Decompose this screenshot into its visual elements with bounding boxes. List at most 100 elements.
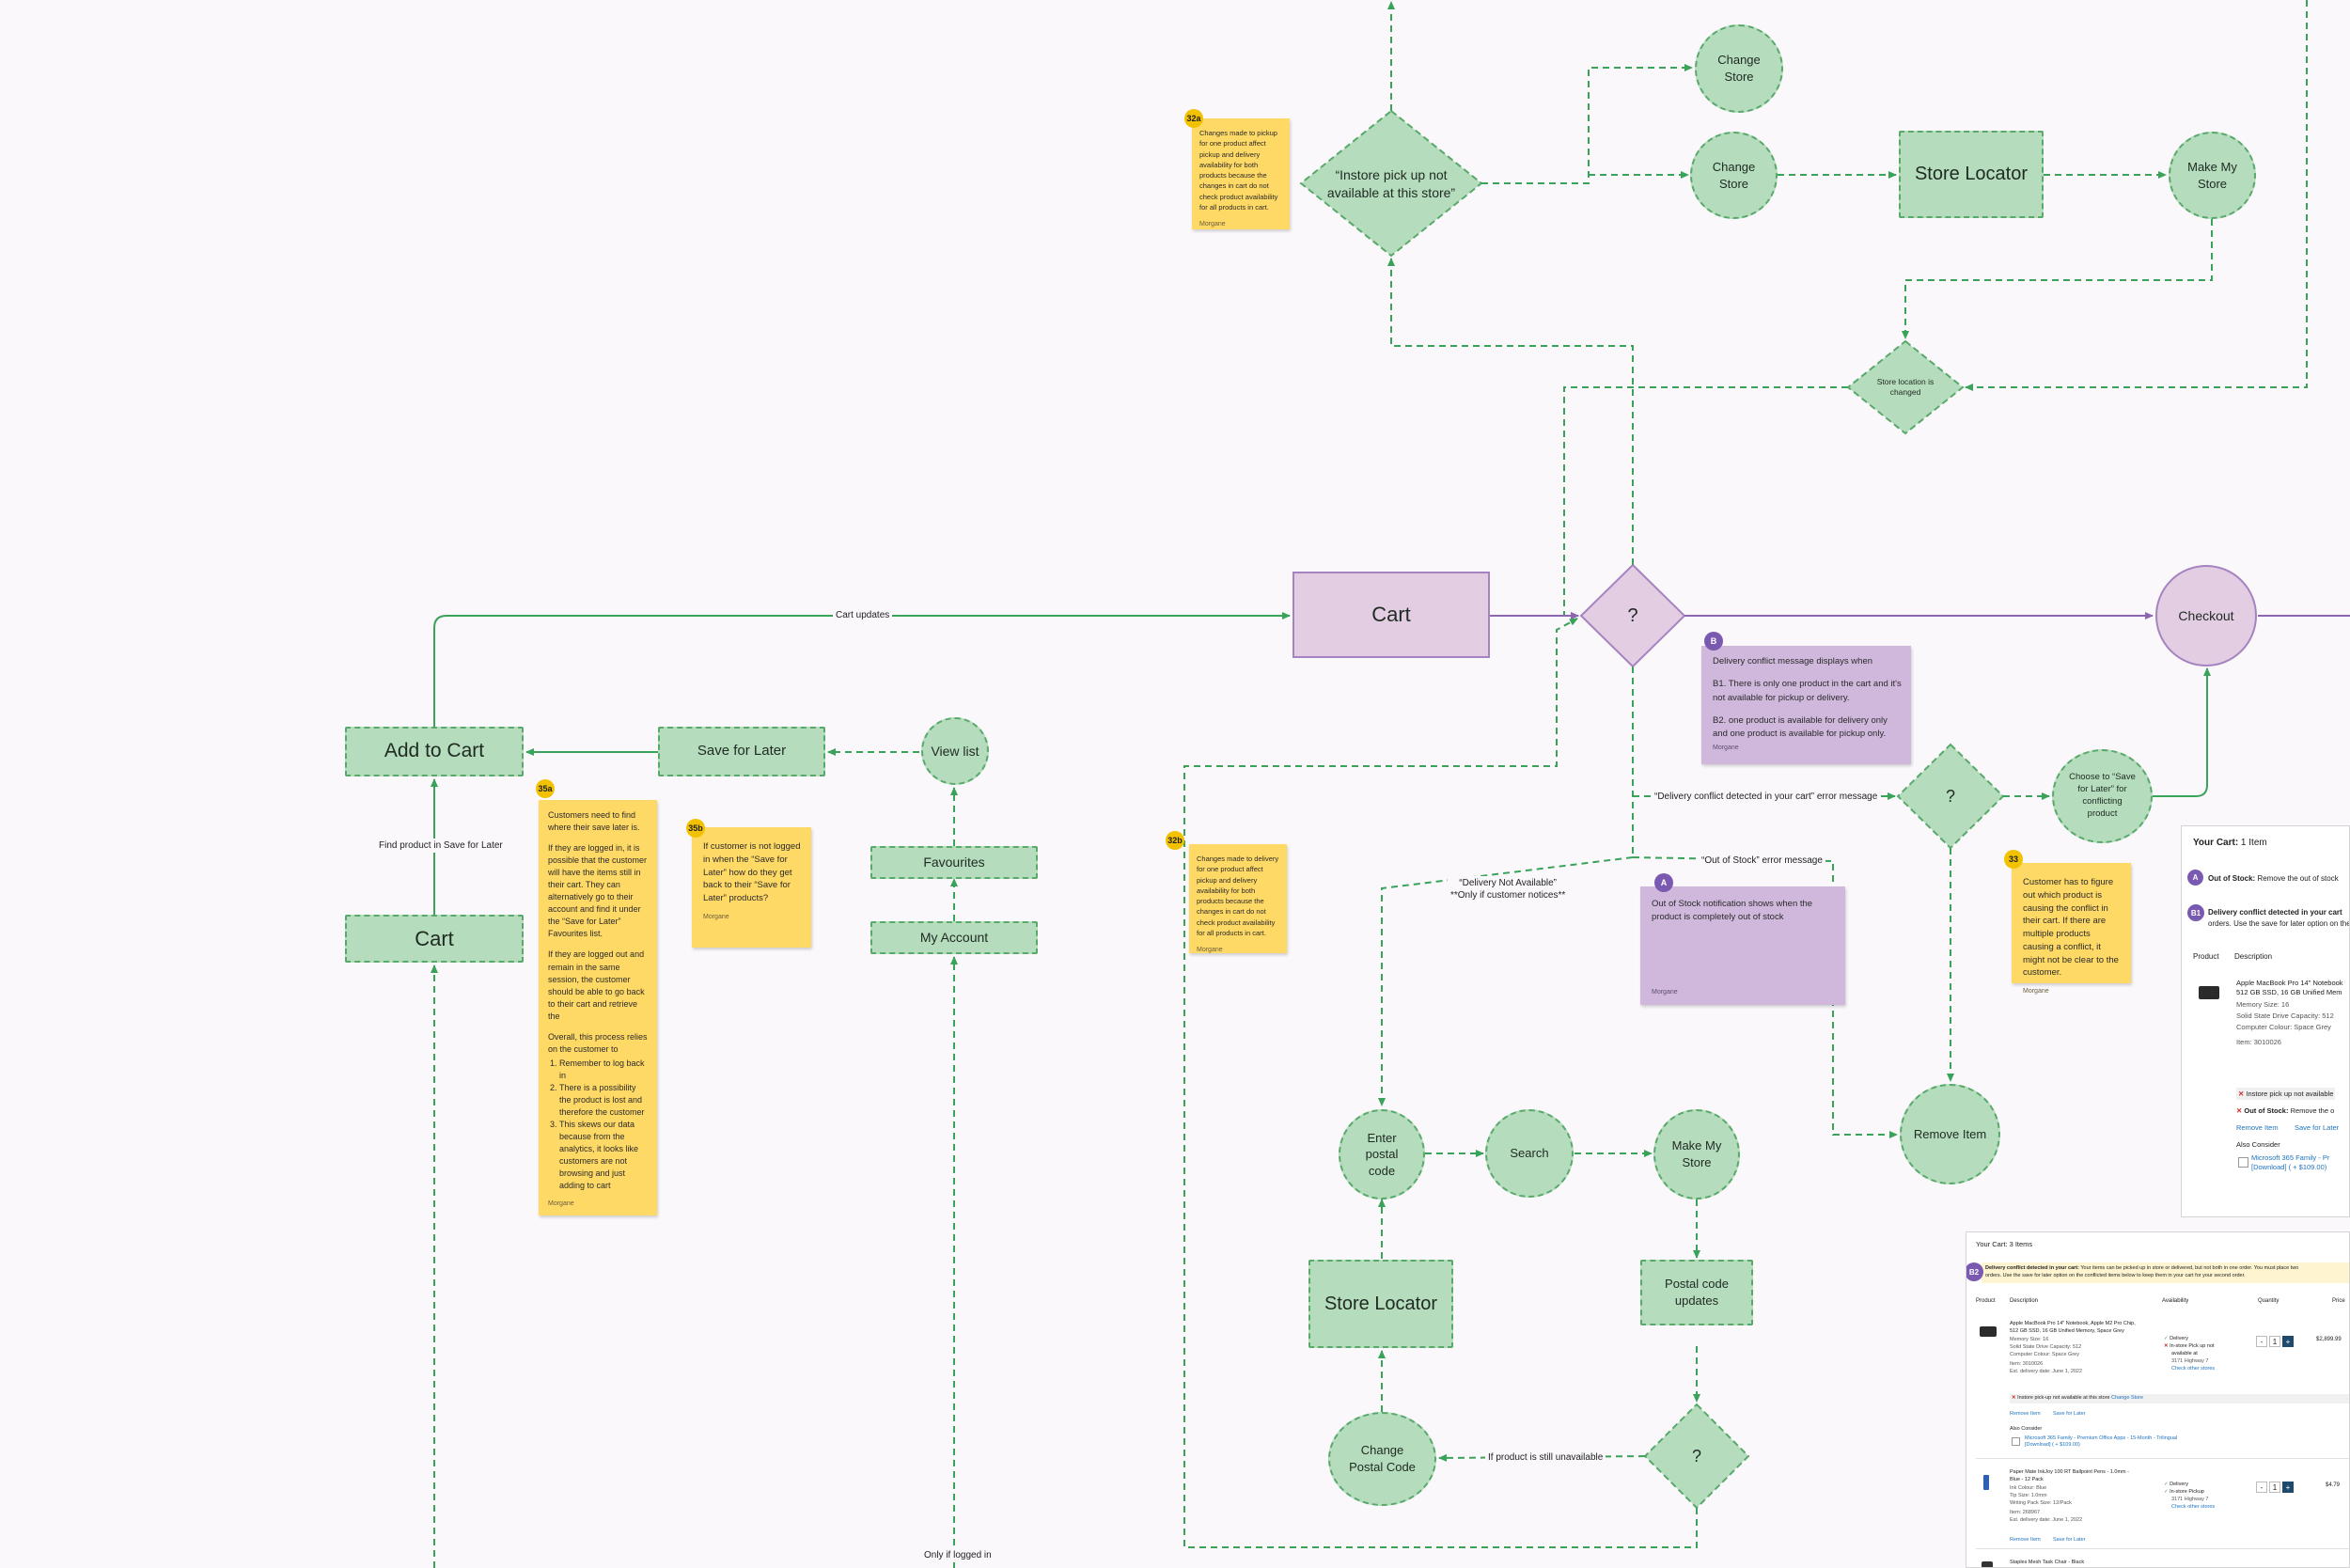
cart2-item2-save-link[interactable]: Save for Later xyxy=(2053,1537,2086,1543)
cart2-item2-remove-link[interactable]: Remove Item xyxy=(2010,1537,2041,1543)
make-my-store-bottom-node[interactable]: Make My Store xyxy=(1653,1109,1740,1200)
checkout-node[interactable]: Checkout xyxy=(2155,565,2257,666)
connector-loop-to-decision xyxy=(1183,618,1698,1548)
cart2-banner-text: Delivery conflict detected in your cart:… xyxy=(1985,1264,2298,1280)
enter-postal-code-node[interactable]: Enter postal code xyxy=(1339,1109,1425,1200)
cart2-item1-avail-pickup: ✕ In-store Pick up not xyxy=(2164,1343,2215,1351)
edge-label-out-of-stock: “Out of Stock” error message xyxy=(1699,854,1825,868)
instore-decision-diamond[interactable] xyxy=(1299,109,1483,258)
cart2-item2-qty-value[interactable]: 1 xyxy=(2269,1482,2280,1493)
cart2-item1-qty-minus[interactable]: - xyxy=(2256,1336,2267,1347)
cart2-item1-spec-1: Memory Size: 16 xyxy=(2010,1337,2049,1343)
store-locator-bottom-node[interactable]: Store Locator xyxy=(1308,1260,1453,1348)
cart2-addon-2[interactable]: [Download] ( + $109.00) xyxy=(2025,1442,2080,1449)
cart2-also-consider: Also Consider xyxy=(2010,1426,2043,1432)
sticky-note-32a[interactable]: Changes made to pickup for one product a… xyxy=(1192,118,1290,229)
cart2-conflict-banner xyxy=(1982,1262,2349,1283)
cart2-item1-save-link[interactable]: Save for Later xyxy=(2053,1411,2086,1417)
remove-item-node[interactable]: Remove Item xyxy=(1900,1084,2000,1184)
cart2-item2-qty-minus[interactable]: - xyxy=(2256,1482,2267,1493)
postal-code-updates-node[interactable]: Postal code updates xyxy=(1640,1260,1753,1325)
edge-label-delivery-conflict: “Delivery conflict detected in your cart… xyxy=(1652,790,1881,804)
cart-main-node[interactable]: Cart xyxy=(1292,572,1490,658)
cart2-item3-image xyxy=(1982,1561,1993,1567)
sticky-para: Customers need to find where their save … xyxy=(548,810,640,833)
cart2-item1-instore-text: Instore pick-up not available at this st… xyxy=(2017,1395,2110,1401)
sticky-note-33[interactable]: Customer has to figure out which product… xyxy=(2012,863,2131,995)
cart2-item1-avail-pickup-1: In-store Pick up not xyxy=(2170,1342,2215,1349)
sticky-text: Out of Stock notification shows when the… xyxy=(1652,899,1813,922)
error-x-icon: ✕ xyxy=(2236,1106,2243,1115)
sticky-list: Remember to log back in There is a possi… xyxy=(548,1058,650,1193)
view-list-node[interactable]: View list xyxy=(921,717,989,785)
cart2-item1-remove-link[interactable]: Remove Item xyxy=(2010,1411,2041,1417)
sticky-text: If customer is not logged in when the “S… xyxy=(703,841,801,904)
cart2-col-product: Product xyxy=(1976,1298,1996,1304)
cart1-remove-item-link[interactable]: Remove Item xyxy=(2236,1123,2279,1132)
cart2-item1-check-stores[interactable]: Check other stores xyxy=(2171,1365,2216,1372)
change-store-top-node[interactable]: Change Store xyxy=(1695,24,1783,113)
cart1-addon-2[interactable]: [Download] ( + $109.00) xyxy=(2251,1162,2327,1171)
change-postal-code-node[interactable]: Change Postal Code xyxy=(1328,1412,1436,1506)
solid-green-connectors xyxy=(431,612,2211,915)
edge-label-only-if-logged-in: Only if logged in xyxy=(921,1548,995,1562)
cart2-item1-qty-plus[interactable]: + xyxy=(2282,1336,2294,1347)
edge-label-still-unavailable: If product is still unavailable xyxy=(1485,1450,1606,1465)
sticky-text: Changes made to pickup for one product a… xyxy=(1199,129,1278,212)
cart2-item2-avail-delivery-text: Delivery xyxy=(2170,1482,2189,1487)
connector-make-store-to-location-changed xyxy=(1902,219,2213,339)
error-x-icon: ✕ xyxy=(2012,1395,2016,1401)
sticky-author: Morgane xyxy=(703,913,729,920)
cart1-title-rest: 1 Item xyxy=(2238,838,2267,848)
cart2-item2-details: Paper Mate InkJoy 100 RT Ballpoint Pens … xyxy=(2010,1469,2129,1525)
edge-label-cart-updates: Cart updates xyxy=(833,608,893,622)
sticky-author: Morgane xyxy=(1197,947,1223,953)
sticky-para: Overall, this process relies on the cust… xyxy=(548,1031,648,1054)
cart2-item3-name: Staples Mesh Task Chair - Black xyxy=(2010,1560,2085,1565)
connector-right-edge-to-location-changed xyxy=(1965,0,2308,391)
make-my-store-top-node[interactable]: Make My Store xyxy=(2169,132,2256,219)
cart2-item2-spec-2: Tip Size: 1.0mm xyxy=(2010,1493,2047,1499)
add-to-cart-node[interactable]: Add to Cart xyxy=(345,727,524,776)
choose-save-for-later-node[interactable]: Choose to “Save for Later” for conflicti… xyxy=(2052,749,2153,843)
sticky-note-32b[interactable]: Changes made to delivery for one product… xyxy=(1189,844,1287,953)
cart2-item1-change-store-link[interactable]: Change Store xyxy=(2111,1395,2144,1401)
sticky-note-35a[interactable]: Customers need to find where their save … xyxy=(539,800,657,1215)
change-store-mid-node[interactable]: Change Store xyxy=(1690,132,1778,219)
error-x-icon: ✕ xyxy=(2238,1090,2245,1098)
favourites-node[interactable]: Favourites xyxy=(870,846,1038,879)
cart2-item2-avail-pickup: ✓ In-store Pickup xyxy=(2164,1489,2215,1497)
cart2-col-quantity: Quantity xyxy=(2258,1298,2280,1304)
sticky-note-35b[interactable]: If customer is not logged in when the “S… xyxy=(692,827,811,948)
check-icon: ✓ xyxy=(2164,1488,2169,1495)
store-locator-top-node[interactable]: Store Locator xyxy=(1899,131,2044,218)
my-account-node[interactable]: My Account xyxy=(870,921,1038,954)
sticky-note-b[interactable]: Delivery conflict message displays when … xyxy=(1701,646,1911,764)
cart1-title: Your Cart: 1 Item xyxy=(2193,838,2267,848)
cart-green-node[interactable]: Cart xyxy=(345,915,524,963)
cart2-item1-avail-pickup-2: available at xyxy=(2171,1350,2198,1356)
cart2-item1-qty-value[interactable]: 1 xyxy=(2269,1336,2280,1347)
save-for-later-node[interactable]: Save for Later xyxy=(658,727,825,776)
store-location-changed-diamond[interactable] xyxy=(1846,339,1965,435)
edge-label-dna-line1: “Delivery Not Available” xyxy=(1459,878,1558,888)
cart2-banner-rest: Your items can be picked up in store or … xyxy=(2078,1265,2299,1271)
search-node[interactable]: Search xyxy=(1485,1109,1574,1198)
cart2-addon-checkbox[interactable] xyxy=(2012,1437,2020,1446)
cart2-item1-instore-bar xyxy=(2010,1394,2349,1403)
cart2-item2-delivery: Est. delivery date: June 1, 2022 xyxy=(2010,1517,2083,1524)
cart2-item2-qty-plus[interactable]: + xyxy=(2282,1482,2294,1493)
cart1-addon-checkbox[interactable] xyxy=(2238,1157,2248,1168)
bottom-decision-label: ? xyxy=(1691,1446,1701,1466)
cart1-save-for-later-link[interactable]: Save for Later xyxy=(2295,1123,2340,1132)
sticky-badge-a: A xyxy=(1654,873,1673,892)
cart2-banner-bold: Delivery conflict detected in your cart: xyxy=(1985,1265,2079,1271)
sticky-note-a[interactable]: Out of Stock notification shows when the… xyxy=(1640,886,1845,1005)
cart2-item2-check-stores[interactable]: Check other stores xyxy=(2171,1503,2216,1510)
sticky-author: Morgane xyxy=(548,1200,574,1208)
cart1-item-name-1: Apple MacBook Pro 14" Notebook xyxy=(2236,979,2343,987)
cart1-conflict-rest: orders. Use the save for later option on… xyxy=(2208,919,2350,928)
sticky-para: Delivery conflict message displays when xyxy=(1713,656,1873,666)
cart2-addon-1[interactable]: Microsoft 365 Family - Premium Office Ap… xyxy=(2025,1435,2178,1441)
cart1-addon-1[interactable]: Microsoft 365 Family - Pr xyxy=(2251,1153,2330,1162)
